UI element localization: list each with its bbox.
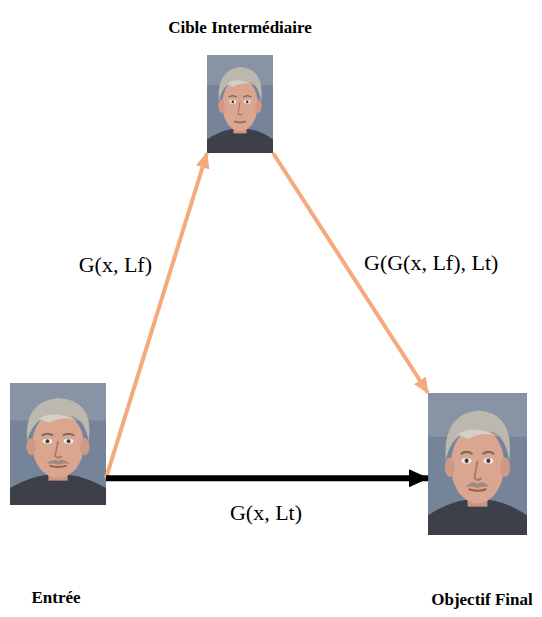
photo-node: Cible Intermédiaire	[207, 55, 273, 153]
edge-label: G(x, Lf)	[77, 252, 154, 278]
photo-node: Entrée	[10, 383, 106, 505]
face-photo-left	[10, 383, 106, 505]
node-caption: Entrée	[31, 588, 80, 608]
photo-node: Objectif Final	[428, 393, 527, 535]
face-photo-top	[207, 55, 273, 153]
node-caption: Cible Intermédiaire	[168, 18, 312, 38]
face-photo-right	[428, 393, 527, 535]
edge-label: G(G(x, Lf), Lt)	[362, 250, 500, 276]
arrow-connector	[106, 475, 428, 481]
arrow-connector	[106, 153, 207, 478]
node-caption: Objectif Final	[431, 590, 533, 610]
edge-label: G(x, Lt)	[228, 500, 304, 526]
